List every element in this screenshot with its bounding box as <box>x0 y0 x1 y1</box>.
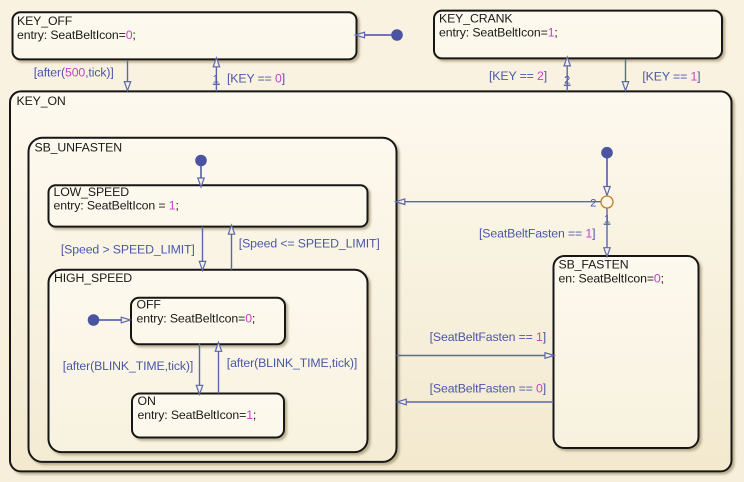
svg-text:[after(BLINK_TIME,tick)]: [after(BLINK_TIME,tick)] <box>63 359 193 373</box>
svg-text:entry: SeatBeltIcon=1;: entry: SeatBeltIcon=1; <box>439 26 558 40</box>
svg-text:entry: SeatBeltIcon=0;: entry: SeatBeltIcon=0; <box>17 28 136 42</box>
svg-text:[after(BLINK_TIME,tick)]: [after(BLINK_TIME,tick)] <box>227 356 357 370</box>
svg-text:[SeatBeltFasten == 1]: [SeatBeltFasten == 1] <box>430 330 546 344</box>
svg-text:SB_UNFASTEN: SB_UNFASTEN <box>35 141 123 155</box>
svg-text:entry: SeatBeltIcon=1;: entry: SeatBeltIcon=1; <box>138 408 257 422</box>
svg-text:entry: SeatBeltIcon=0;: entry: SeatBeltIcon=0; <box>137 312 256 326</box>
svg-text:2: 2 <box>590 197 596 209</box>
svg-text:LOW_SPEED: LOW_SPEED <box>54 185 130 199</box>
svg-text:HIGH_SPEED: HIGH_SPEED <box>54 271 132 285</box>
svg-text:[KEY == 1]: [KEY == 1] <box>642 70 700 84</box>
svg-text:[after(500,tick)]: [after(500,tick)] <box>34 65 114 79</box>
svg-text:KEY_CRANK: KEY_CRANK <box>439 12 513 26</box>
svg-text:KEY_ON: KEY_ON <box>17 94 66 108</box>
svg-text:entry: SeatBeltIcon = 1;: entry: SeatBeltIcon = 1; <box>54 199 179 213</box>
svg-text:1: 1 <box>213 74 219 86</box>
svg-text:[KEY == 0]: [KEY == 0] <box>227 71 285 85</box>
svg-text:SB_FASTEN: SB_FASTEN <box>559 258 629 272</box>
svg-text:[Speed <= SPEED_LIMIT]: [Speed <= SPEED_LIMIT] <box>239 237 380 251</box>
svg-text:OFF: OFF <box>137 297 162 311</box>
svg-text:[SeatBeltFasten == 0]: [SeatBeltFasten == 0] <box>430 381 546 395</box>
svg-text:[SeatBeltFasten == 1]: [SeatBeltFasten == 1] <box>479 227 595 241</box>
svg-text:KEY_OFF: KEY_OFF <box>17 14 73 28</box>
svg-text:ON: ON <box>138 394 156 408</box>
svg-text:2: 2 <box>564 75 570 87</box>
svg-text:en: SeatBeltIcon=0;: en: SeatBeltIcon=0; <box>559 271 664 285</box>
svg-text:[Speed > SPEED_LIMIT]: [Speed > SPEED_LIMIT] <box>61 243 195 257</box>
svg-text:1: 1 <box>604 214 610 226</box>
svg-text:[KEY == 2]: [KEY == 2] <box>489 69 547 83</box>
